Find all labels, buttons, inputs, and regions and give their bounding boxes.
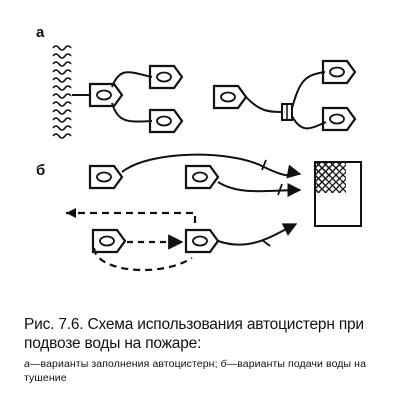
panel-label-a: а	[36, 24, 45, 41]
hose-b1-fire	[121, 153, 302, 179]
tanker-truck-a5	[321, 59, 357, 85]
pump-truck-a1	[88, 82, 124, 108]
hose-joint-marks	[261, 159, 283, 196]
hose-a1-a2	[111, 71, 153, 88]
tanker-truck-b1	[88, 164, 124, 190]
dashed-route-upper	[66, 211, 197, 228]
dashed-route-arrowhead-upper	[66, 208, 76, 218]
tanker-truck-a3	[148, 108, 184, 134]
fire-zone	[314, 161, 362, 227]
diagram	[52, 45, 362, 272]
hose-manifold-a5	[291, 71, 326, 109]
figure-caption: Рис. 7.6. Схема использования автоцистер…	[24, 316, 364, 352]
tanker-truck-b3	[91, 228, 127, 254]
hose-b2-fire	[217, 181, 302, 198]
legend-b-marker: б	[220, 358, 227, 370]
hose-manifold-a6	[291, 115, 327, 130]
legend-a-marker: а	[24, 358, 30, 370]
figure-legend: а—варианты заполнения автоцистерн; б—вар…	[24, 357, 399, 385]
hose-b4-fire	[217, 223, 298, 246]
tanker-truck-b2	[184, 164, 220, 190]
hose-a4-manifold	[245, 96, 283, 113]
legend-a-text: —варианты заполнения автоцистерн;	[29, 358, 221, 370]
tanker-truck-a2	[148, 64, 184, 90]
pump-truck-b4	[184, 228, 220, 254]
water-source-waves	[52, 45, 72, 139]
panel-label-b: б	[36, 162, 46, 179]
legend-b-text: —варианты подачи воды на тушение	[24, 358, 367, 384]
pump-truck-a4	[212, 84, 248, 110]
tanker-truck-a6	[321, 106, 357, 132]
manifold-fitting	[281, 103, 293, 121]
hose-joint-mark-b4	[261, 239, 271, 247]
hose-a1-a3	[111, 102, 153, 123]
